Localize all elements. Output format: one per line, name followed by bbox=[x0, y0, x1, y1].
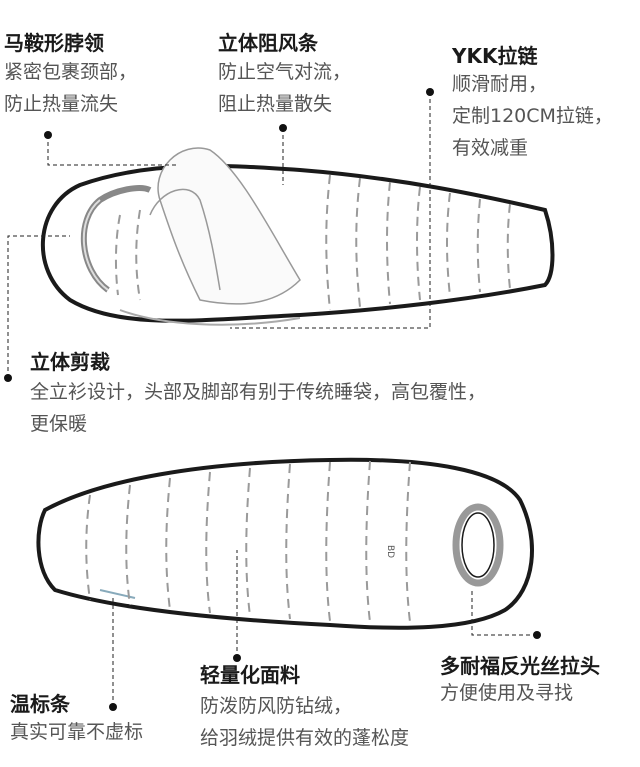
fabric-desc-1: 防泼防风防钻绒， bbox=[200, 695, 353, 717]
sleeping-bag-closed: BD bbox=[36, 457, 534, 630]
temp-label-title: 温标条 bbox=[10, 692, 70, 716]
puller-desc: 方便使用及寻找 bbox=[440, 682, 574, 704]
cut-desc-1: 全立衫设计，头部及脚部有别于传统睡袋，高包覆性， bbox=[30, 381, 487, 403]
leader-lines bbox=[7, 92, 537, 707]
sleeping-bag-open bbox=[40, 147, 555, 326]
draft-tube-desc-1: 防止空气对流， bbox=[218, 61, 352, 83]
brand-logo: BD bbox=[385, 545, 395, 558]
cut-desc-2: 更保暖 bbox=[30, 413, 88, 435]
cut-title: 立体剪裁 bbox=[30, 350, 110, 374]
zipper-desc-3: 有效减重 bbox=[452, 137, 529, 159]
collar-title: 马鞍形脖领 bbox=[4, 31, 104, 55]
zipper-desc-1: 顺滑耐用， bbox=[452, 73, 548, 95]
draft-tube-desc-2: 阻止热量散失 bbox=[218, 93, 333, 115]
puller-title: 多耐福反光丝拉头 bbox=[440, 654, 600, 678]
collar-desc-1: 紧密包裹颈部， bbox=[4, 61, 138, 83]
fabric-title: 轻量化面料 bbox=[200, 663, 300, 687]
fabric-desc-2: 给羽绒提供有效的蓬松度 bbox=[200, 727, 410, 749]
temp-label-desc: 真实可靠不虚标 bbox=[10, 721, 144, 743]
zipper-title: YKK拉链 bbox=[452, 44, 538, 68]
leader-dots bbox=[4, 88, 541, 711]
draft-tube-title: 立体阻风条 bbox=[218, 31, 318, 55]
zipper-desc-2: 定制120CM拉链， bbox=[452, 105, 613, 127]
collar-desc-2: 防止热量流失 bbox=[4, 93, 119, 115]
